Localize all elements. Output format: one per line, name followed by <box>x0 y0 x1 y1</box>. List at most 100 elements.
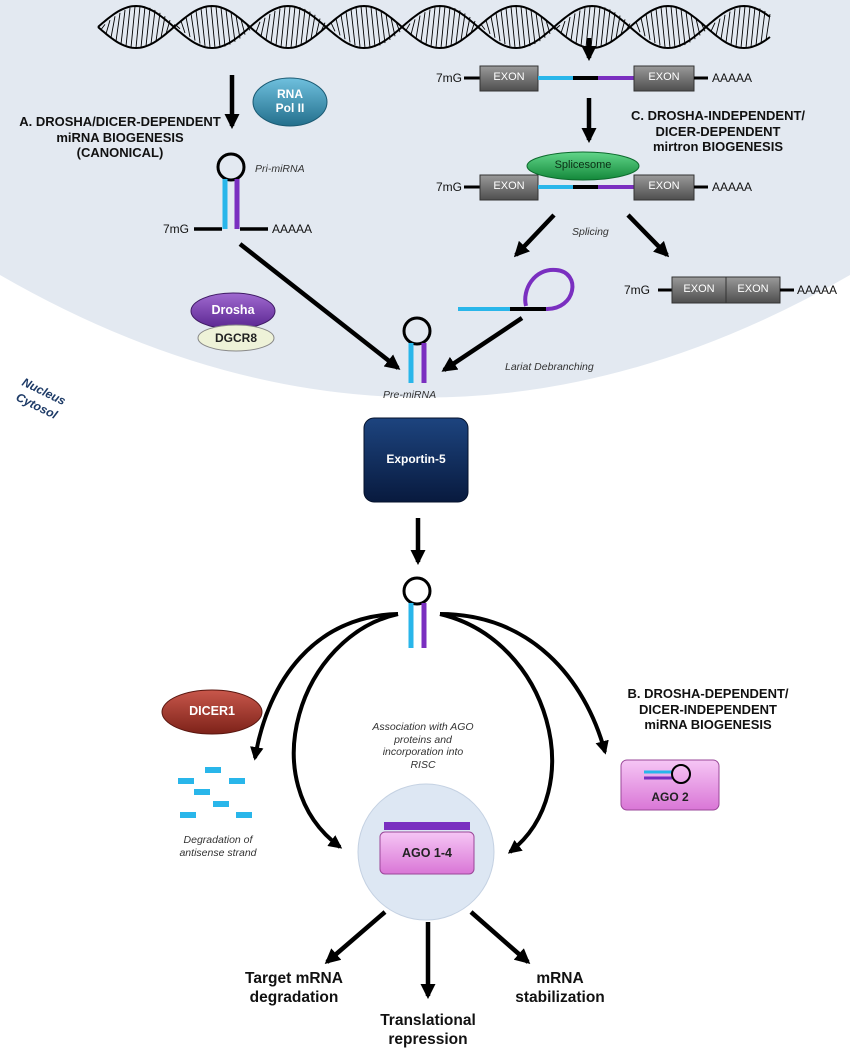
dna-base-pair <box>570 13 576 41</box>
rna-pol-line1: RNA <box>277 87 303 101</box>
dna-base-pair <box>265 14 271 40</box>
dna-base-pair <box>410 19 416 35</box>
dna-base-pair <box>440 5 446 49</box>
pri-mirna-label: Pri-miRNA <box>255 163 305 175</box>
dna-base-pair <box>155 12 161 42</box>
dna-base-pair <box>615 15 621 39</box>
lariat-debranching-label: Lariat Debranching <box>505 361 594 373</box>
dna-base-pair <box>260 17 266 37</box>
dna-base-pair <box>675 7 681 47</box>
rna-pol-ii-label: RNA Pol II <box>253 87 327 115</box>
pathway-a-line3: (CANONICAL) <box>76 145 164 161</box>
splicing-arrow-left <box>513 213 556 258</box>
polya-label-3: AAAAA <box>797 283 838 297</box>
mirtron-pre-mrna <box>464 65 708 92</box>
dna-base-pair <box>235 15 241 39</box>
dna-base-pair <box>710 22 716 32</box>
pathway-a-line2: miRNA BIOGENESIS <box>56 129 184 145</box>
dna-base-pair <box>220 7 226 47</box>
dna-base-pair <box>360 6 366 48</box>
translational-line2: repression <box>388 1030 468 1048</box>
dna-base-pair <box>150 9 156 45</box>
dna-base-pair <box>140 6 146 48</box>
association-line4: RISC <box>410 758 436 771</box>
dna-base-pair <box>340 14 346 40</box>
dna-base-pair <box>415 15 421 39</box>
dna-base-pair <box>755 8 761 46</box>
pri-mirna-hairpin <box>194 152 268 231</box>
dna-base-pair <box>270 10 276 44</box>
dna-base-pair <box>680 8 686 46</box>
outcome-arrow-left <box>324 910 387 964</box>
dna-base-pair <box>600 7 606 47</box>
mirtron-spliceosome-complex <box>464 151 708 201</box>
dna-base-pair <box>355 7 361 47</box>
dna-base-pair <box>125 7 131 47</box>
stabilization-line2: stabilization <box>515 988 605 1006</box>
dna-base-pair <box>430 7 436 47</box>
outcome-translational-repression: Translational repression <box>370 1012 486 1049</box>
dna-base-pair <box>365 6 371 48</box>
dna-base-pair <box>725 11 731 43</box>
dna-base-pair <box>105 20 111 34</box>
outcome-arrow-right <box>469 910 531 965</box>
dna-base-pair <box>230 12 236 42</box>
exportin-5-label: Exportin-5 <box>386 452 446 466</box>
dgcr8-label: DGCR8 <box>214 331 257 345</box>
dna-base-pair <box>645 14 651 40</box>
pathway-b-title: B. DROSHA-DEPENDENT/ DICER-INDEPENDENT m… <box>608 686 808 733</box>
dna-base-pair <box>485 20 491 34</box>
exon-label-3: EXON <box>493 180 525 192</box>
splicing-label: Splicing <box>572 226 609 238</box>
dna-base-pair <box>295 7 301 47</box>
stabilization-line1: mRNA <box>536 970 584 987</box>
dna-base-pair <box>745 6 751 48</box>
dna-base-pair <box>670 6 676 48</box>
dna-base-pair <box>375 8 381 46</box>
dna-base-pair <box>145 7 151 47</box>
dna-base-pair <box>500 9 506 45</box>
cap-label-1: 7mG <box>436 71 463 85</box>
dna-base-pair <box>530 9 536 45</box>
polya-label-pri: AAAAA <box>272 222 313 236</box>
translational-line1: Translational <box>380 1012 476 1029</box>
ago-1-4 <box>379 831 475 875</box>
dna-base-pair <box>760 10 766 44</box>
dna-base-pair <box>580 8 586 46</box>
exportin-5 <box>363 417 469 503</box>
dna-helix <box>97 4 771 50</box>
target-line1: Target mRNA <box>245 970 343 987</box>
dna-base-pair <box>255 21 261 33</box>
dna-base-pair <box>225 9 231 45</box>
ago2-label: AGO 2 <box>651 790 689 804</box>
pathway-c-line2: DICER-DEPENDENT <box>655 123 781 139</box>
dna-base-pair <box>280 6 286 48</box>
rna-pol-ii <box>252 77 328 127</box>
cytosolic-pre-mirna <box>402 576 432 648</box>
dna-base-pair <box>735 7 741 47</box>
dna-base-pair <box>115 12 121 42</box>
spliceosome-label: Splicesome <box>554 159 612 171</box>
polya-label-1: AAAAA <box>712 71 753 85</box>
dna-base-pair <box>450 8 456 46</box>
association-line3: incorporation into <box>382 746 464 759</box>
pathway-b-line3: miRNA BIOGENESIS <box>644 717 772 733</box>
dna-base-pair <box>185 16 191 38</box>
dna-base-pair <box>765 14 771 40</box>
guide-strand <box>384 822 470 830</box>
dna-base-pair <box>425 9 431 45</box>
dna-base-pair <box>460 13 466 41</box>
dna-base-pair <box>635 21 641 33</box>
dna-strand-1 <box>97 4 771 50</box>
dna-base-pair <box>205 6 211 48</box>
dna-base-pair <box>130 6 136 48</box>
dna-base-pair <box>200 8 206 46</box>
dna-base-pair <box>445 6 451 48</box>
pathway-c-title: C. DROSHA-INDEPENDENT/ DICER-DEPENDENT m… <box>612 108 824 155</box>
dna-base-pair <box>750 6 756 48</box>
pathway-b-line1: B. DROSHA-DEPENDENT/ <box>627 686 789 701</box>
exon-label-4: EXON <box>648 180 680 192</box>
dna-base-pair <box>740 6 746 48</box>
dna-base-pair <box>720 14 726 40</box>
